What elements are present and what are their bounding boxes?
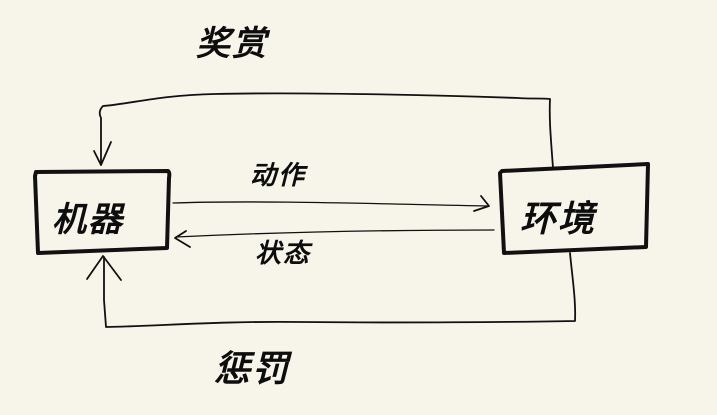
state-arrow-line — [175, 229, 495, 238]
reward-arrowhead-icon — [93, 141, 112, 166]
reward-label: 奖赏 — [196, 24, 268, 64]
punishment-arrowhead-icon — [86, 255, 122, 281]
machine-box — [33, 169, 172, 255]
punishment-label: 惩罚 — [214, 349, 291, 390]
reward-loop-line — [98, 92, 554, 169]
action-arrow-line — [172, 201, 489, 207]
action-arrowhead-icon — [473, 195, 490, 212]
environment-label: 环境 — [520, 199, 597, 240]
state-arrowhead-icon — [174, 230, 191, 248]
action-label: 动作 — [250, 161, 307, 191]
punishment-loop-line — [103, 252, 577, 328]
state-label: 状态 — [255, 239, 312, 269]
environment-box — [498, 162, 650, 255]
machine-label: 机器 — [52, 200, 124, 240]
